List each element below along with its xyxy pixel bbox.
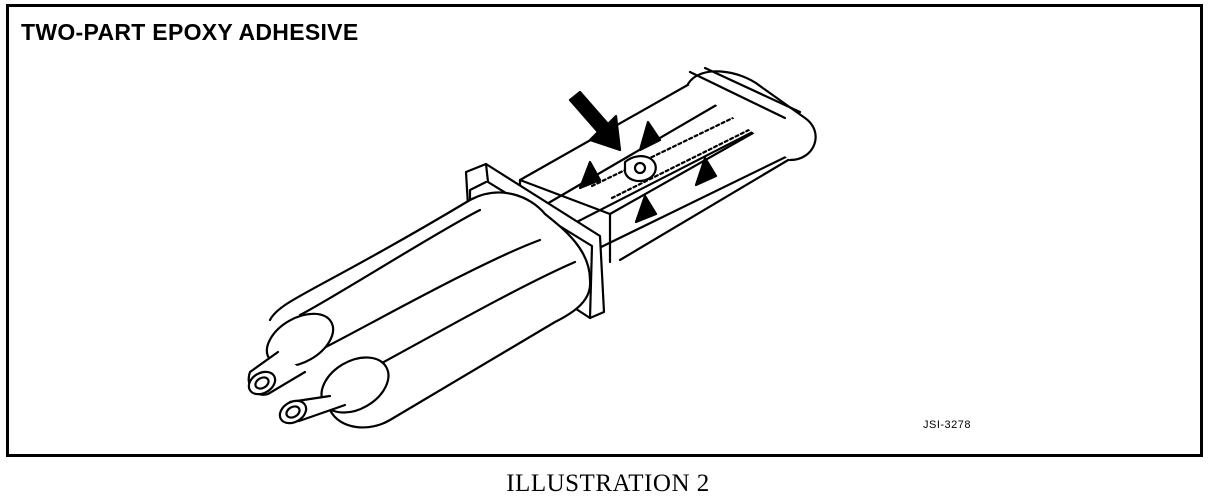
reference-code: JSI-3278 xyxy=(923,419,972,431)
arrow-icon xyxy=(568,90,622,152)
cartridge-nozzles xyxy=(247,350,347,425)
plunger-frame xyxy=(518,66,817,264)
figure-frame: TWO-PART EPOXY ADHESIVE JSI-3278 xyxy=(6,4,1203,457)
cartridge-barrel xyxy=(265,191,592,429)
figure-caption: ILLUSTRATION 2 xyxy=(506,470,710,497)
figure-title: TWO-PART EPOXY ADHESIVE xyxy=(21,19,359,45)
